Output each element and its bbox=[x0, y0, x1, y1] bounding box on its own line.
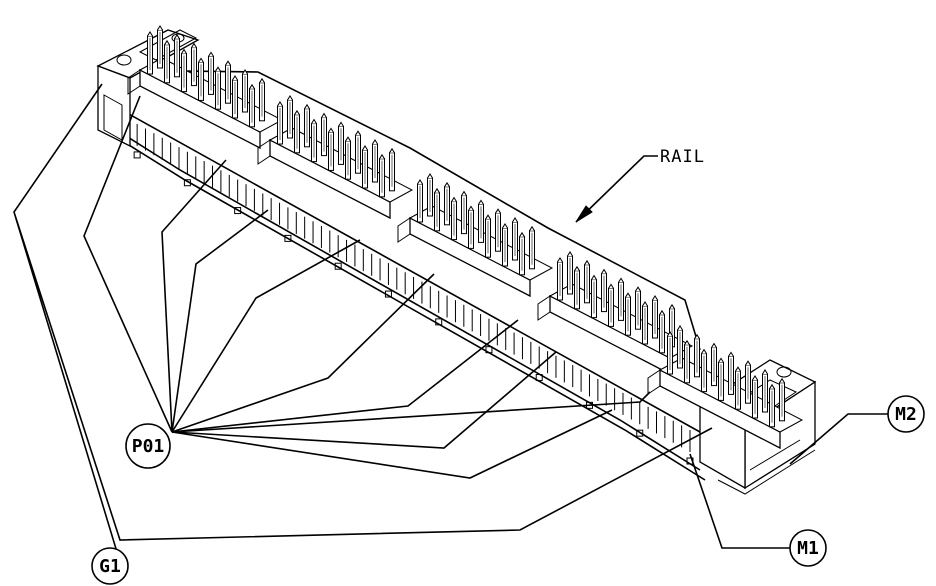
g1-leader bbox=[13, 83, 713, 563]
pin bbox=[625, 292, 631, 336]
pin bbox=[328, 127, 334, 171]
pin bbox=[635, 286, 641, 330]
pin bbox=[512, 217, 518, 261]
pin bbox=[608, 283, 614, 327]
pin bbox=[181, 48, 187, 93]
pin bbox=[574, 265, 580, 310]
pin bbox=[311, 118, 317, 163]
pin bbox=[451, 196, 457, 241]
pin bbox=[478, 199, 484, 243]
pin bbox=[468, 205, 474, 249]
pin bbox=[567, 251, 573, 295]
pin bbox=[259, 77, 265, 122]
pin-module bbox=[257, 95, 414, 220]
pin-modules bbox=[127, 25, 804, 450]
rail-arrow bbox=[575, 155, 658, 223]
pin bbox=[728, 351, 734, 395]
pin bbox=[444, 181, 450, 226]
pin bbox=[769, 383, 775, 428]
pin-module bbox=[397, 173, 554, 298]
pin bbox=[618, 277, 624, 321]
pin bbox=[677, 325, 683, 369]
pin bbox=[711, 342, 717, 387]
p01-label: P01 bbox=[132, 436, 165, 457]
m1-leader bbox=[689, 453, 790, 549]
pin bbox=[652, 295, 658, 339]
pin bbox=[684, 339, 690, 384]
pin bbox=[502, 223, 508, 267]
pin bbox=[389, 147, 395, 192]
pin bbox=[225, 60, 231, 104]
pin bbox=[694, 333, 700, 378]
pin bbox=[752, 375, 758, 419]
m2-label: M2 bbox=[895, 404, 917, 425]
pin bbox=[519, 231, 525, 276]
pin bbox=[287, 95, 293, 139]
pin bbox=[345, 136, 351, 180]
pin bbox=[277, 101, 283, 145]
pin bbox=[427, 173, 433, 217]
pin bbox=[495, 208, 501, 252]
pin bbox=[701, 348, 707, 393]
pin bbox=[157, 25, 163, 69]
p01-leaders bbox=[83, 95, 651, 479]
callout-p01: P01 bbox=[125, 423, 171, 469]
pin bbox=[362, 145, 368, 189]
callout-g1: G1 bbox=[91, 547, 129, 585]
pin bbox=[379, 153, 385, 198]
rail-label: RAIL bbox=[660, 147, 705, 167]
pin-module bbox=[537, 251, 694, 376]
pin bbox=[642, 301, 648, 345]
pin bbox=[667, 331, 673, 375]
pin-module bbox=[647, 325, 804, 450]
pin-module bbox=[127, 25, 284, 150]
pin bbox=[417, 179, 423, 223]
pin bbox=[242, 69, 248, 113]
pin bbox=[372, 139, 378, 183]
pin bbox=[294, 109, 300, 154]
pin bbox=[779, 377, 785, 422]
pin bbox=[735, 366, 741, 410]
pin bbox=[147, 31, 153, 75]
pin bbox=[718, 357, 724, 401]
pin bbox=[557, 257, 563, 301]
m2-leader bbox=[789, 413, 888, 465]
pin bbox=[529, 225, 535, 270]
pin bbox=[745, 360, 751, 404]
pin bbox=[191, 42, 197, 87]
g1-label: G1 bbox=[99, 556, 121, 577]
pin bbox=[434, 187, 440, 232]
pin bbox=[338, 121, 344, 165]
callout-m2: M2 bbox=[887, 395, 925, 433]
pin bbox=[198, 57, 204, 101]
leader-lines bbox=[13, 83, 888, 563]
pin bbox=[164, 39, 170, 84]
pin bbox=[215, 66, 221, 110]
m1-label: M1 bbox=[797, 538, 819, 559]
pin bbox=[321, 112, 327, 157]
pin bbox=[591, 274, 597, 319]
pin bbox=[601, 268, 607, 313]
pin bbox=[485, 214, 491, 258]
pin bbox=[249, 83, 255, 128]
pin bbox=[659, 309, 665, 354]
pin bbox=[584, 259, 590, 304]
pin bbox=[174, 33, 180, 78]
pin bbox=[355, 130, 361, 174]
pin bbox=[304, 103, 310, 148]
rail-body bbox=[99, 69, 706, 481]
pin bbox=[461, 190, 467, 235]
pin bbox=[208, 51, 214, 95]
pin bbox=[232, 75, 238, 119]
pin bbox=[762, 369, 768, 413]
callout-m1: M1 bbox=[789, 529, 827, 567]
